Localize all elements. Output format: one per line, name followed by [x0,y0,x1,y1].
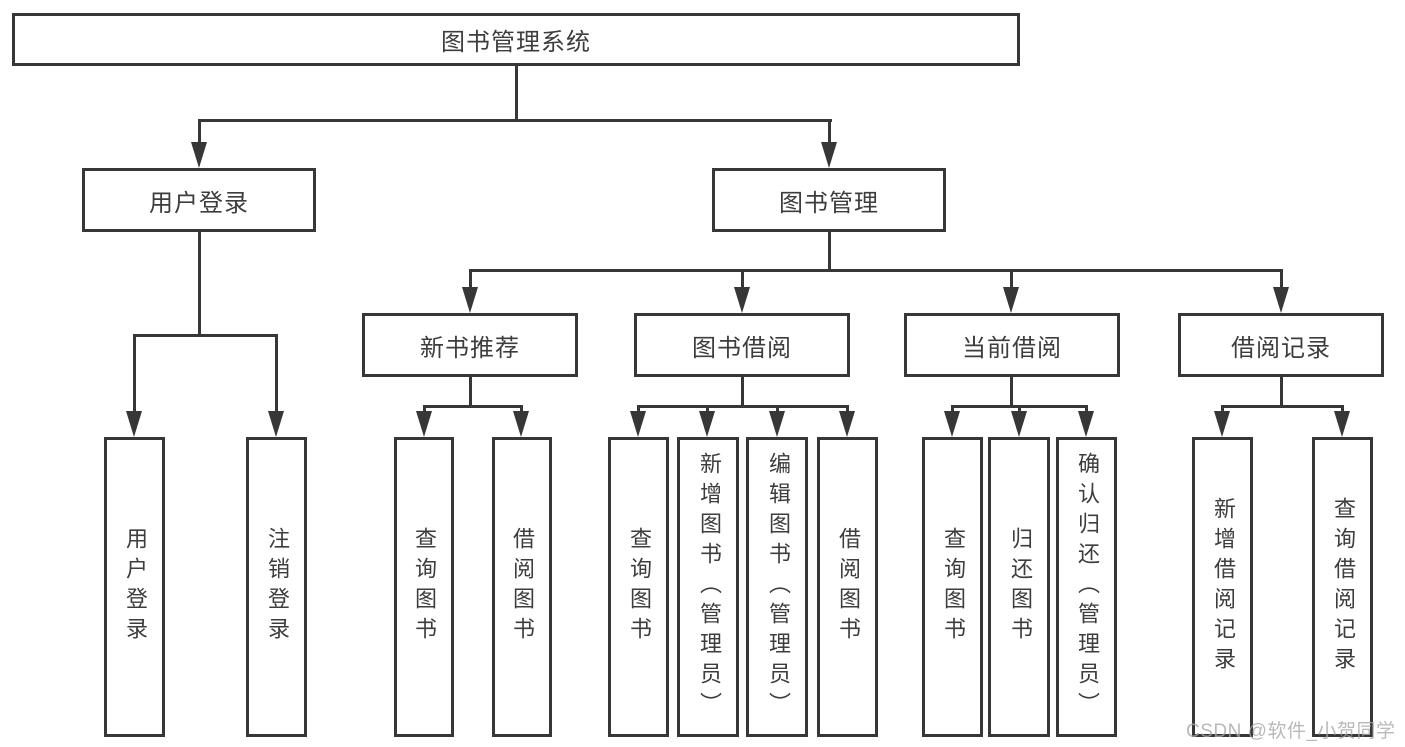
arrow-down-icon [1078,411,1094,437]
connector-line [133,334,136,413]
leaf-return-books: 归还图书 [988,437,1050,737]
connector-line [1010,269,1013,289]
connector-line [741,269,744,289]
leaf-query-books-current: 查询图书 [922,437,983,737]
connector-line [469,375,472,407]
leaf-borrow-books-recommend: 借阅图书 [492,437,552,737]
arrow-down-icon [1011,411,1027,437]
node-library-management-system: 图书管理系统 [12,13,1020,66]
connector-line [1010,375,1013,407]
leaf-edit-book-admin: 编辑图书（管理员） [746,437,808,737]
arrow-down-icon [821,142,837,168]
node-book-management: 图书管理 [712,168,946,232]
connector-line [198,119,832,122]
connector-line [515,66,518,121]
watermark: CSDN @软件_小贺同学 [1186,721,1396,742]
connector-line [469,269,472,289]
leaf-add-book-admin: 新增图书（管理员） [677,437,739,737]
connector-line [741,375,744,407]
arrow-down-icon [839,411,855,437]
connector-line [1280,375,1283,407]
connector-line [637,405,640,413]
connector-line [1018,405,1021,413]
node-user-login: 用户登录 [82,168,316,232]
arrow-down-icon [462,287,478,313]
node-book-borrowing: 图书借阅 [634,313,850,377]
arrow-down-icon [268,411,284,437]
leaf-borrow-books: 借阅图书 [817,437,878,737]
arrow-down-icon [1273,287,1289,313]
leaf-query-books-borrow: 查询图书 [608,437,669,737]
arrow-down-icon [1334,411,1350,437]
leaf-confirm-return-admin: 确认归还（管理员） [1056,437,1117,737]
arrow-down-icon [944,411,960,437]
connector-line [198,119,201,146]
arrow-down-icon [1003,287,1019,313]
leaf-logout-login: 注销登录 [246,437,307,737]
node-new-book-recommendation: 新书推荐 [362,313,578,377]
arrow-down-icon [126,411,142,437]
leaf-add-borrow-record: 新增借阅记录 [1192,437,1253,737]
connector-line [828,231,831,272]
arrow-down-icon [191,142,207,168]
leaf-user-login: 用户登录 [104,437,165,737]
connector-line [520,405,523,413]
connector-line [951,405,954,413]
node-current-borrowing: 当前借阅 [904,313,1120,377]
connector-line [469,269,1283,272]
arrow-down-icon [699,411,715,437]
connector-line [1221,405,1344,408]
node-borrowing-records: 借阅记录 [1178,313,1384,377]
connector-line [198,231,201,336]
connector-line [1085,405,1088,413]
connector-line [706,405,709,413]
connector-line [1221,405,1224,413]
connector-line [1280,269,1283,289]
connector-line [637,405,848,408]
connector-line [423,405,426,413]
arrow-down-icon [416,411,432,437]
connector-line [423,405,523,408]
arrow-down-icon [630,411,646,437]
connector-line [846,405,849,413]
connector-line [776,405,779,413]
leaf-query-books-recommend: 查询图书 [394,437,454,737]
arrow-down-icon [1214,411,1230,437]
connector-line [828,119,831,146]
connector-line [133,334,278,337]
leaf-query-borrow-record: 查询借阅记录 [1312,437,1373,737]
connector-line [275,334,278,413]
arrow-down-icon [734,287,750,313]
connector-line [1341,405,1344,413]
arrow-down-icon [769,411,785,437]
arrow-down-icon [513,411,529,437]
